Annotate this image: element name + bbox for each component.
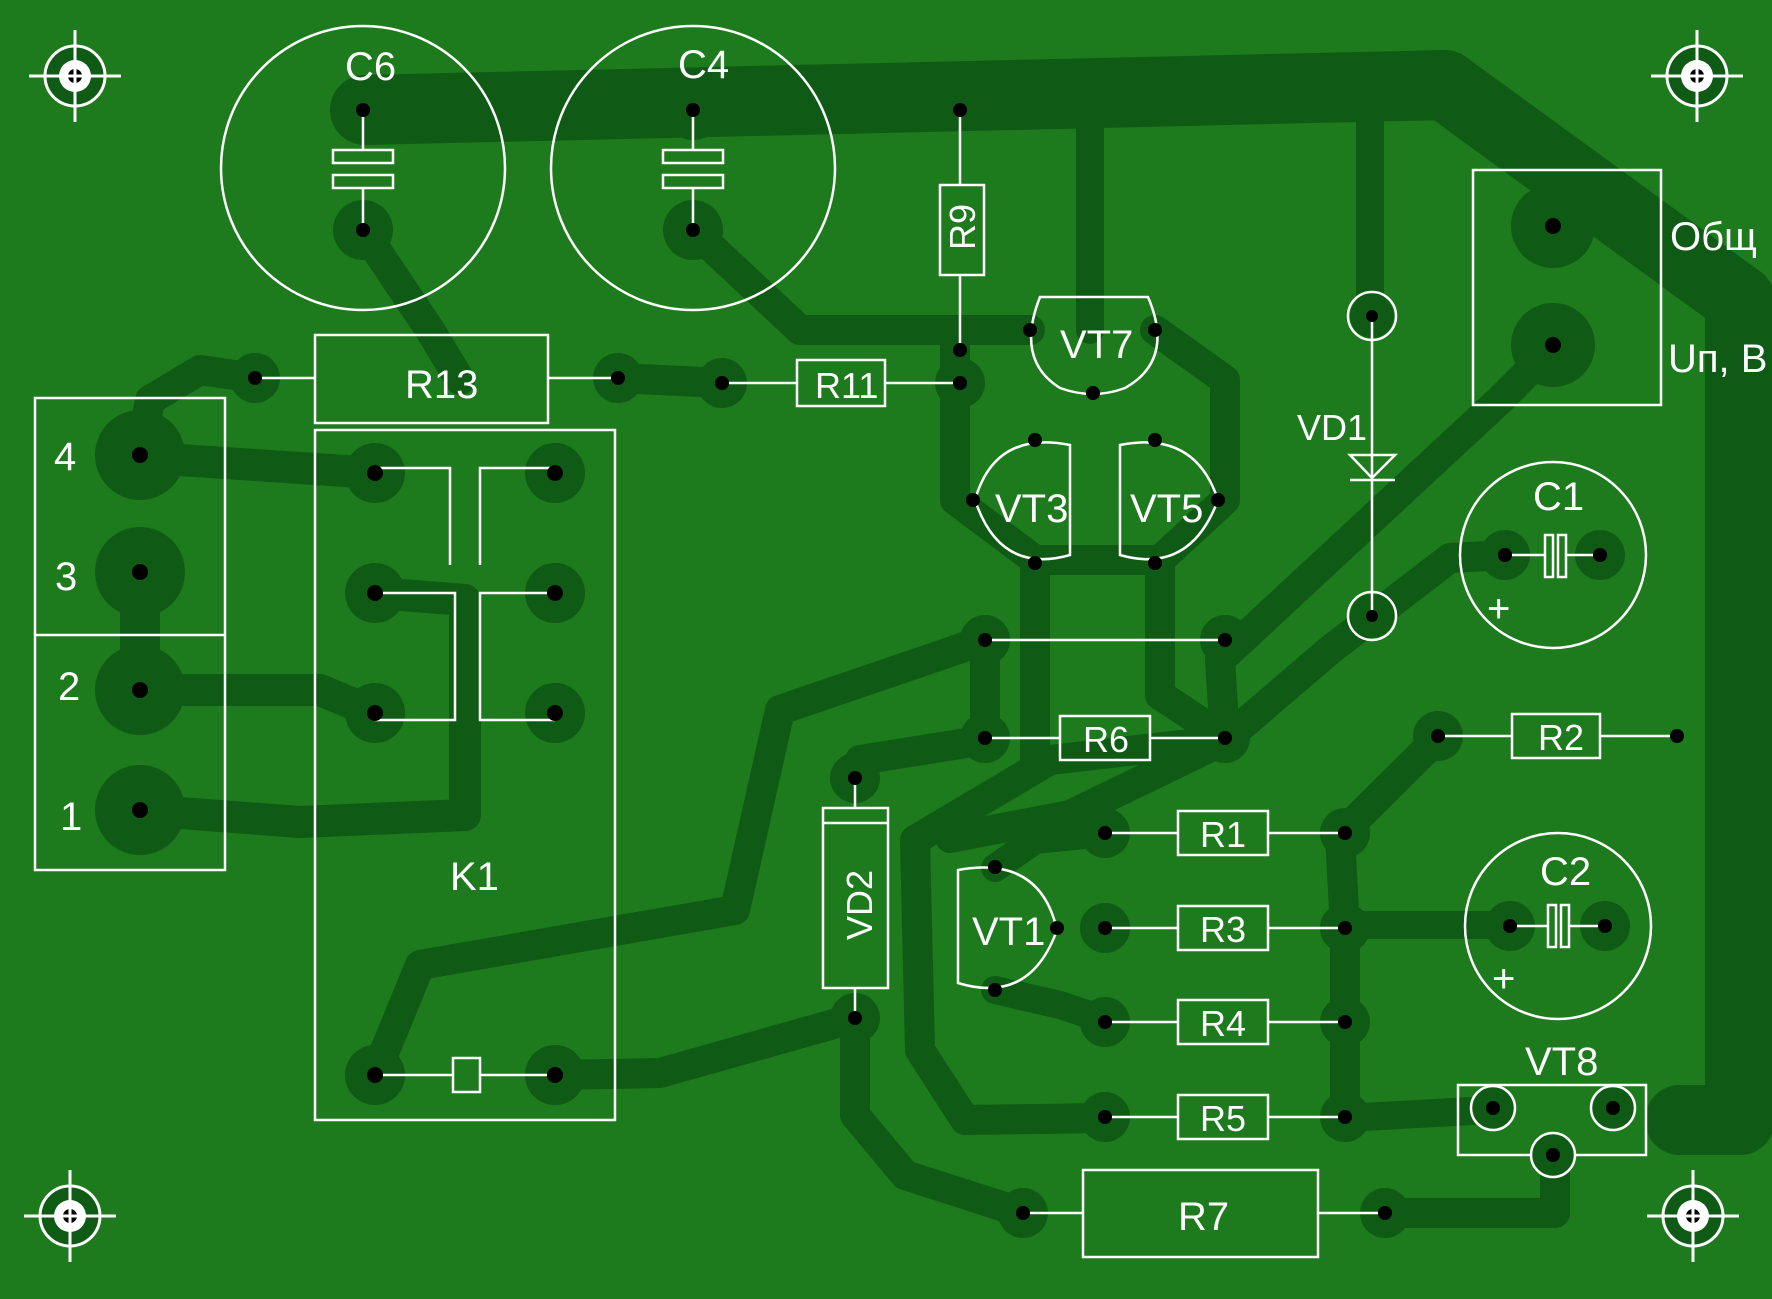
vt3-label: VT3 (995, 487, 1068, 531)
capacitor-c1: C1 + (1458, 460, 1648, 650)
r7-label: R7 (1178, 1195, 1229, 1239)
c2-plus-label: + (1492, 957, 1515, 1001)
capacitor-c4: C4 (549, 24, 837, 312)
resistor-r3: R3 (1105, 904, 1345, 952)
diode-vd2: VD2 (821, 778, 890, 1018)
transistor-vt8: VT8 (1456, 1040, 1648, 1179)
relay-k1: K1 (313, 428, 617, 1122)
r4-label: R4 (1200, 1003, 1246, 1044)
resistor-r11: R11 (722, 358, 960, 408)
vt1-label: VT1 (972, 910, 1045, 954)
capacitor-c6: C6 (219, 24, 507, 312)
transistor-vt5: VT5 (1118, 441, 1220, 561)
c1-plus-label: + (1487, 587, 1510, 631)
pin4-label: 4 (54, 435, 76, 479)
k1-label: K1 (450, 855, 499, 899)
connector-common-label: Общ (1670, 215, 1757, 259)
resistor-r5: R5 (1105, 1093, 1345, 1141)
vd1-label: VD1 (1297, 407, 1367, 448)
transistor-vt1: VT1 (956, 860, 1064, 997)
resistor-r1: R1 (1105, 809, 1345, 857)
c4-label: C4 (678, 43, 729, 87)
r5-label: R5 (1200, 1098, 1246, 1139)
capacitor-c2: C2 + (1463, 831, 1653, 1021)
r1-label: R1 (1200, 814, 1246, 855)
r11-label: R11 (815, 365, 878, 406)
diode-vd1: VD1 (1297, 290, 1399, 642)
vt5-label: VT5 (1130, 487, 1203, 531)
pin2-label: 2 (58, 665, 80, 709)
input-connector: 4 3 2 1 (33, 396, 227, 872)
vd2-label: VD2 (839, 870, 880, 940)
drill-holes (132, 103, 1684, 1220)
vt7-label: VT7 (1060, 323, 1133, 367)
connector-supply-label: Uп, В (1668, 337, 1767, 381)
pin1-label: 1 (60, 795, 82, 839)
pin3-label: 3 (55, 555, 77, 599)
c2-label: C2 (1540, 850, 1591, 894)
c1-label: C1 (1533, 475, 1584, 519)
vt8-label: VT8 (1525, 1040, 1598, 1084)
output-connector: Общ Uп, В (1471, 168, 1767, 407)
resistor-r2: R2 (1438, 712, 1677, 760)
fiducial-icon (24, 30, 1743, 1262)
r13-label: R13 (405, 363, 478, 407)
r9-label: R9 (942, 204, 983, 250)
resistor-r6: R6 (985, 714, 1225, 762)
c6-label: C6 (345, 45, 396, 89)
resistor-r9: R9 (938, 110, 986, 350)
resistor-r7: R7 (1023, 1168, 1385, 1259)
r3-label: R3 (1200, 909, 1246, 950)
resistor-r4: R4 (1105, 998, 1345, 1046)
r6-label: R6 (1083, 719, 1129, 760)
resistor-r13: R13 (255, 333, 618, 425)
r2-label: R2 (1538, 717, 1584, 758)
transistor-pins (966, 323, 1225, 570)
